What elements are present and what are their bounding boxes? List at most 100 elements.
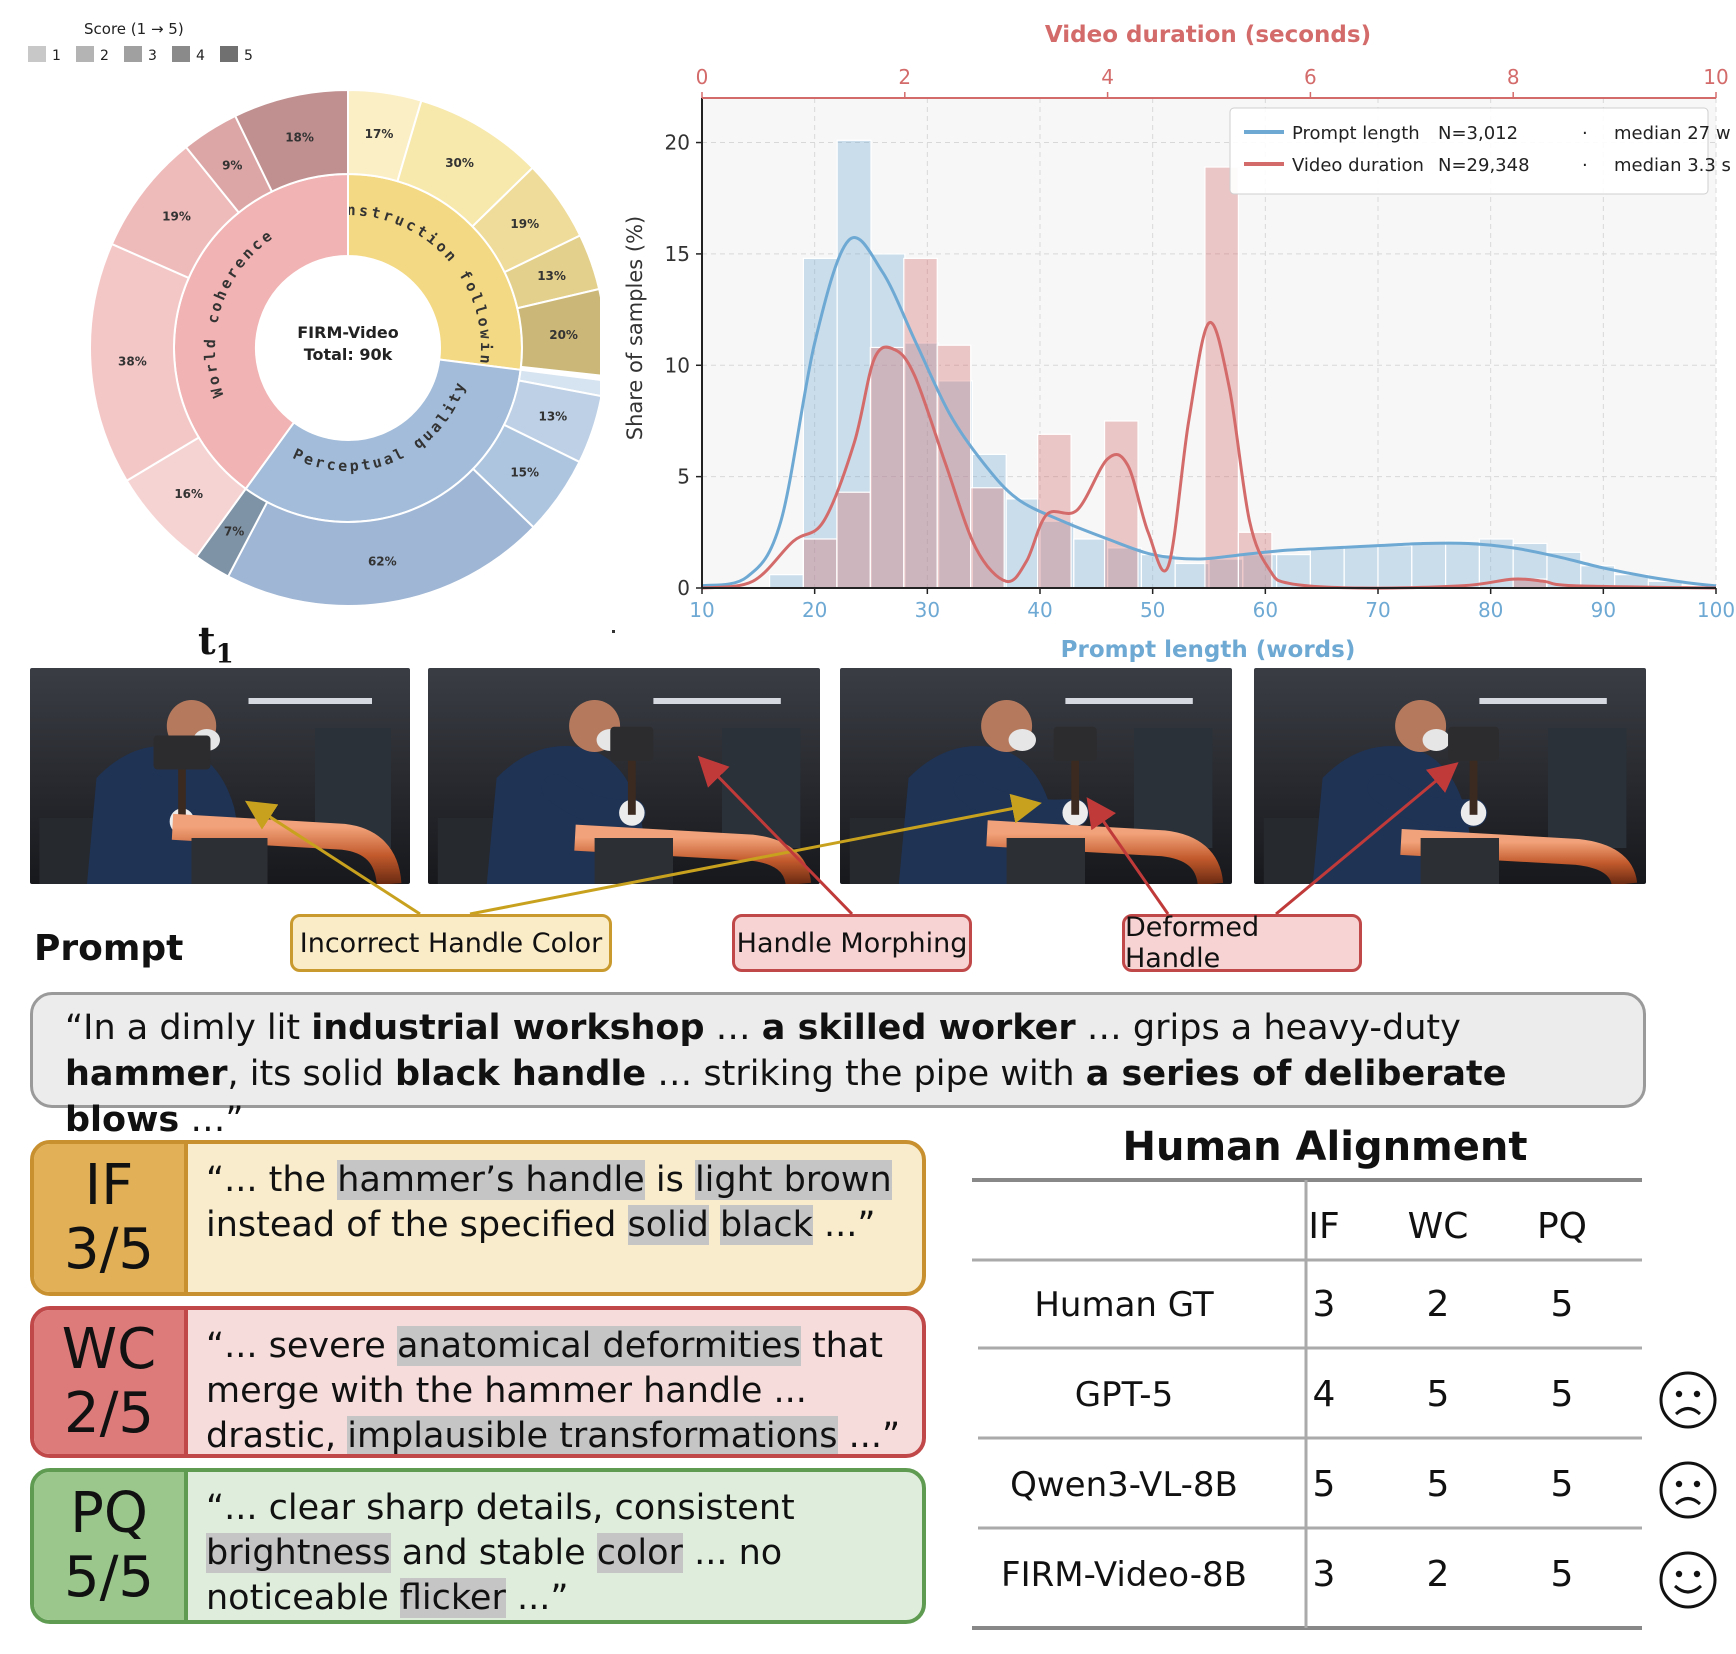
alignment-column-header: IF <box>1308 1206 1339 1247</box>
score-pct-0-0: 17% <box>365 127 394 141</box>
score-value: 3/5 <box>63 1217 155 1282</box>
legend-text-0-1: N=3,012 <box>1438 123 1518 144</box>
rationale-text: “... severe <box>206 1326 397 1366</box>
score-rationale: “... the hammer’s handle is light brown … <box>188 1144 922 1292</box>
video-duration-bar <box>836 491 871 589</box>
top-tick-label: 0 <box>696 65 709 89</box>
frame-illustration <box>30 668 410 884</box>
alignment-score: 3 <box>1313 1554 1336 1595</box>
highlight-phrase: implausible transformations <box>347 1416 838 1456</box>
y-tick-label: 10 <box>665 353 690 377</box>
prompt-length-bar <box>1073 538 1109 589</box>
score-tag: IF <box>84 1153 134 1218</box>
sunburst-center-total: Total: 90k <box>304 345 393 364</box>
x-tick-label: 70 <box>1365 598 1390 622</box>
sunburst-center-title: FIRM-Video <box>297 323 398 342</box>
x-tick-label: 60 <box>1253 598 1278 622</box>
prompt-heading: Prompt <box>34 928 184 969</box>
alignment-score: 5 <box>1551 1284 1574 1325</box>
prompt-segment: hammer <box>65 1054 228 1094</box>
alignment-score: 4 <box>1313 1374 1336 1415</box>
alignment-score: 5 <box>1313 1464 1336 1505</box>
prompt-segment: industrial workshop <box>311 1008 705 1048</box>
video-duration-bar <box>1204 166 1240 589</box>
prompt-length-bar <box>971 453 1007 589</box>
rationale-text: and stable <box>390 1533 597 1573</box>
legend-swatch-4 <box>172 46 190 62</box>
alignment-score: 5 <box>1427 1464 1450 1505</box>
arrow-morphing <box>697 755 854 916</box>
rationale-text: ...” <box>837 1416 901 1456</box>
prompt-segment: “In a dimly lit <box>65 1008 312 1048</box>
prompt-segment: … striking the pipe with <box>646 1054 1086 1094</box>
score-pct-0-4: 20% <box>549 328 578 342</box>
rationale-text: “... clear sharp details, consistent <box>206 1488 795 1528</box>
first-frame-label: t1 <box>198 618 234 670</box>
prompt-segment: black handle <box>394 1054 647 1094</box>
score-pct-0-2: 19% <box>510 217 539 231</box>
alignment-model-name: GPT-5 <box>1075 1375 1173 1415</box>
alignment-score: 5 <box>1551 1464 1574 1505</box>
video-frame-2 <box>428 668 820 884</box>
frame-illustration <box>428 668 820 884</box>
rationale-text: “... the <box>206 1160 338 1200</box>
legend-label-4: 4 <box>196 48 205 64</box>
prompt-length-bar <box>1309 547 1345 589</box>
callout-incorrect-handle-color: Incorrect Handle Color <box>290 914 612 972</box>
prompt-segment: … <box>704 1008 762 1048</box>
video-duration-bar <box>970 487 1005 589</box>
prompt-length-bar <box>938 380 974 589</box>
sad-face-icon <box>1659 1371 1717 1429</box>
arrow-color-1 <box>244 800 421 916</box>
alignment-score: 2 <box>1427 1554 1450 1595</box>
y-tick-label: 0 <box>677 576 690 600</box>
top-tick-label: 2 <box>898 65 911 89</box>
score-pct-2-1: 38% <box>118 355 147 369</box>
score-pct-2-0: 16% <box>174 487 203 501</box>
sunburst-legend-title: Score (1 → 5) <box>84 20 184 38</box>
score-pct-2-2: 19% <box>162 210 191 224</box>
x-tick-label: 80 <box>1478 598 1503 622</box>
alignment-score: 5 <box>1427 1374 1450 1415</box>
legend-swatch-2 <box>76 46 94 62</box>
human-alignment-title: Human Alignment <box>1122 1124 1528 1170</box>
stray-dot <box>612 630 615 633</box>
rationale-text <box>709 1205 720 1245</box>
prompt-length-bar <box>1444 540 1480 589</box>
highlight-phrase: hammer’s handle <box>337 1160 645 1200</box>
y-axis-label: Share of samples (%) <box>623 216 647 441</box>
annotation-arrows <box>244 755 1459 916</box>
score-rationale: “... severe anatomical deformities that … <box>188 1310 922 1454</box>
top-tick-label: 6 <box>1304 65 1317 89</box>
prompt-length-bar <box>1174 562 1210 589</box>
arrow-deformed-2 <box>1275 762 1459 916</box>
alignment-score: 3 <box>1313 1284 1336 1325</box>
video-duration-bar <box>802 538 838 589</box>
outer-ring-2-4 <box>233 88 349 193</box>
legend-label-1: 1 <box>52 48 61 64</box>
x-tick-label: 50 <box>1140 598 1165 622</box>
video-frame-4 <box>1254 668 1646 884</box>
x-tick-label: 90 <box>1591 598 1616 622</box>
alignment-model-name: FIRM-Video-8B <box>1001 1555 1247 1595</box>
video-frame-1 <box>30 668 410 884</box>
legend-swatch-3 <box>124 46 142 62</box>
rationale-text: instead of the specified <box>206 1205 628 1245</box>
prompt-segment: …” <box>179 1100 244 1140</box>
y-tick-label: 5 <box>677 465 690 489</box>
legend-text-1-2: · <box>1582 155 1588 176</box>
alignment-score: 2 <box>1427 1284 1450 1325</box>
score-pct-1-2: 15% <box>510 465 539 479</box>
prompt-segment: a series of deliberate blows <box>65 1054 1507 1140</box>
rationale-text: that merge with the hammer handle ... dr… <box>206 1326 884 1456</box>
prompt-length-bar <box>1411 542 1447 589</box>
x-tick-label: 30 <box>915 598 940 622</box>
callout-handle-morphing: Handle Morphing <box>732 914 972 972</box>
highlight-phrase: solid <box>627 1205 709 1245</box>
legend-text-1-1: N=29,348 <box>1438 155 1530 176</box>
